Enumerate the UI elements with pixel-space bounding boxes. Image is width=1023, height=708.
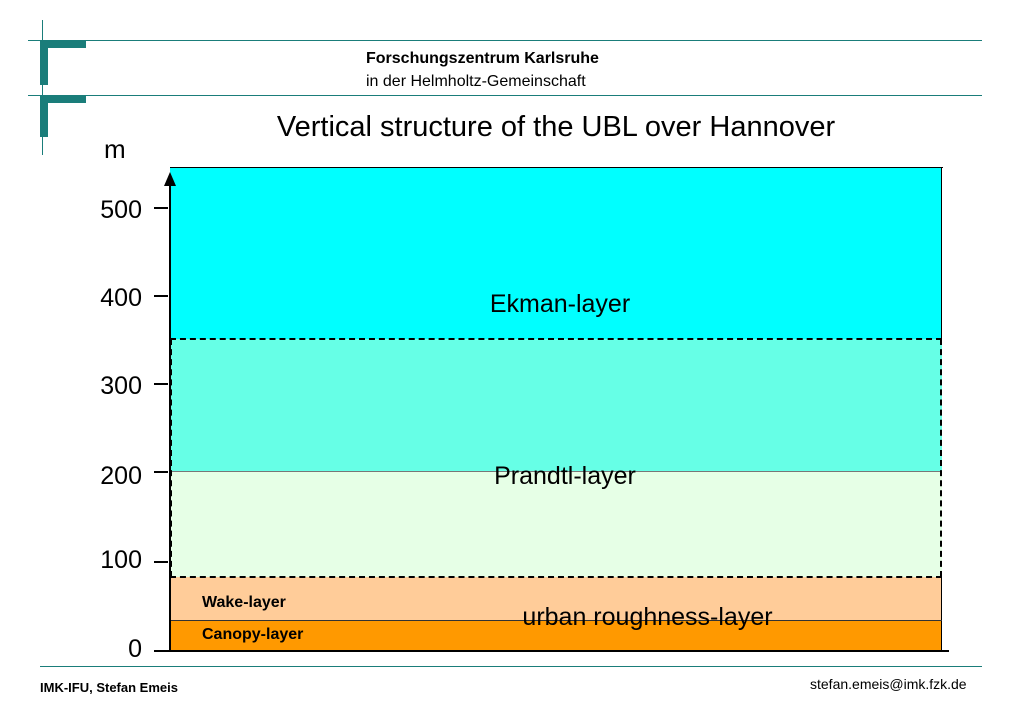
prandtl-boundary-left	[170, 339, 172, 577]
ekman-layer-label: Ekman-layer	[489, 290, 631, 318]
chart-frame-top	[170, 167, 943, 168]
logo-mark-lower-top	[40, 95, 86, 103]
y-tick-label-100: 100	[100, 546, 142, 574]
logo-thin-line	[42, 20, 43, 155]
ekman-layer-band	[170, 168, 942, 339]
y-tick-300	[154, 383, 168, 385]
y-tick-label-300: 300	[100, 372, 142, 400]
wake-layer-label: Wake-layer	[202, 594, 286, 611]
footer-author: IMK-IFU, Stefan Emeis	[40, 680, 178, 695]
prandtl-boundary-top	[170, 338, 942, 340]
y-tick-label-200: 200	[100, 462, 142, 490]
y-tick-500	[154, 207, 168, 209]
org-name: Forschungszentrum Karlsruhe	[366, 50, 599, 67]
prandtl-boundary-right	[940, 339, 942, 577]
prandtl-boundary-bottom	[170, 576, 942, 578]
logo-mark-lower	[40, 95, 48, 137]
y-tick-100	[154, 561, 168, 563]
canopy-separator	[170, 620, 942, 621]
y-axis-arrow	[164, 172, 176, 186]
logo-mark	[40, 40, 48, 85]
org-subtitle: in der Helmholtz-Gemeinschaft	[366, 73, 586, 90]
y-tick-400	[154, 295, 168, 297]
y-tick-label-500: 500	[100, 196, 142, 224]
logo-mark-top	[40, 40, 86, 48]
prandtl-layer-upper-band	[170, 339, 942, 472]
y-tick-200	[154, 471, 168, 473]
header-rule-top	[28, 40, 982, 41]
prandtl-layer-lower-band	[170, 472, 942, 577]
header-rule-bottom	[28, 95, 982, 96]
canopy-layer-band	[170, 621, 942, 652]
y-tick-label-400: 400	[100, 284, 142, 312]
canopy-layer-label: Canopy-layer	[202, 626, 304, 643]
footer-email: stefan.emeis@imk.fzk.de	[810, 676, 967, 692]
chart-frame-right-lower	[941, 577, 942, 652]
wake-layer-band	[170, 577, 942, 621]
urban-roughness-layer-label: urban roughness-layer	[522, 603, 773, 631]
chart-frame-right-upper	[941, 167, 942, 339]
y-tick-label-0: 0	[128, 635, 142, 663]
prandtl-separator	[170, 471, 942, 472]
footer-rule	[40, 666, 982, 667]
x-baseline	[154, 650, 949, 652]
prandtl-layer-label: Prandtl-layer	[494, 462, 636, 490]
y-axis-unit: m	[104, 134, 126, 164]
y-axis-line	[169, 184, 171, 652]
diagram-title: Vertical structure of the UBL over Hanno…	[276, 111, 836, 143]
